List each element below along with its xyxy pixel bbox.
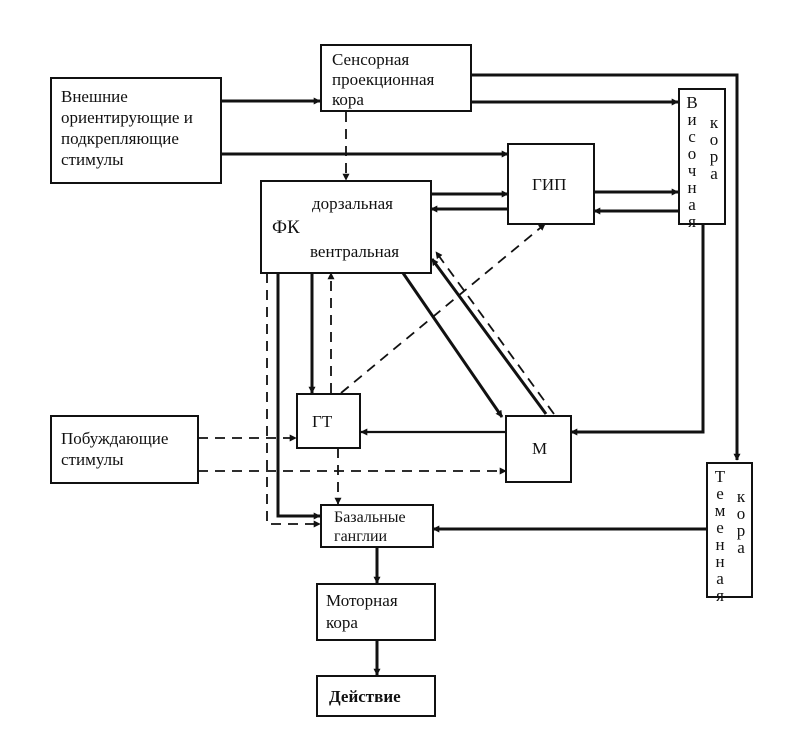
- vertical-letter: е: [716, 518, 724, 537]
- arrow-temporal-to-m: [570, 224, 705, 436]
- external-line-1: Внешние: [61, 87, 128, 106]
- vertical-letter: ч: [687, 161, 697, 180]
- vertical-letter: н: [687, 178, 697, 197]
- arrow-m-to-fk: [430, 258, 548, 415]
- dashed-m-to-fk: [435, 251, 555, 415]
- vertical-letter: о: [736, 504, 746, 523]
- vertical-letter: н: [715, 535, 725, 554]
- vertical-letter: а: [716, 569, 724, 588]
- vertical-letter: а: [737, 538, 745, 557]
- fk-ventral-label: вентральная: [310, 242, 400, 261]
- vertical-letter: р: [709, 147, 719, 166]
- vertical-letter: м: [714, 501, 726, 520]
- vertical-letter: и: [687, 110, 697, 129]
- m-label: М: [532, 439, 548, 458]
- vertical-letter: н: [715, 552, 725, 571]
- basal-line-2: ганглии: [334, 528, 388, 545]
- vertical-letter: к: [709, 113, 719, 132]
- gip-label: ГИП: [532, 175, 567, 194]
- action-label: Действие: [329, 687, 401, 706]
- vertical-letter: о: [709, 130, 719, 149]
- node-motor-cortex: Моторная кора: [316, 583, 436, 641]
- node-m: М: [505, 415, 572, 483]
- motivational-line-1: Побуждающие: [61, 429, 169, 448]
- node-gt: ГТ: [296, 393, 361, 449]
- gt-label: ГТ: [312, 412, 333, 431]
- vertical-letter: а: [710, 164, 718, 183]
- external-line-3: подкрепляющие: [61, 129, 179, 148]
- node-fk: дорзальная ФК вентральная: [260, 180, 432, 274]
- vertical-letter: я: [716, 586, 724, 605]
- arrow-fk-to-m: [401, 272, 504, 418]
- arrow-sensory-to-parietal: [471, 73, 741, 461]
- vertical-letter: В: [686, 93, 698, 112]
- node-action: Действие: [316, 675, 436, 717]
- basal-line-1: Базальные: [334, 509, 406, 526]
- node-basal-ganglia: Базальные ганглии: [320, 504, 434, 548]
- fk-label: ФК: [272, 217, 300, 238]
- fk-dorsal-label: дорзальная: [312, 194, 393, 213]
- sensory-line-2: проекционная: [332, 70, 435, 89]
- motor-line-1: Моторная: [326, 591, 398, 610]
- node-external-stimuli: Внешние ориентирующие и подкрепляющие ст…: [50, 77, 222, 184]
- vertical-letter: к: [736, 487, 746, 506]
- external-line-2: ориентирующие и: [61, 108, 193, 127]
- arrow-fk-to-basal: [276, 273, 321, 520]
- node-gip: ГИП: [507, 143, 595, 225]
- external-line-4: стимулы: [61, 150, 124, 169]
- vertical-letter: с: [688, 127, 696, 146]
- vertical-letter: о: [687, 144, 697, 163]
- motivational-line-2: стимулы: [61, 450, 124, 469]
- sensory-line-3: кора: [332, 90, 364, 109]
- motor-line-2: кора: [326, 613, 358, 632]
- vertical-letter: е: [716, 484, 724, 503]
- node-motivational-stimuli: Побуждающие стимулы: [50, 415, 199, 484]
- node-sensory-cortex: Сенсорная проекционная кора: [320, 44, 472, 112]
- vertical-letter: а: [688, 195, 696, 214]
- vertical-letter: Т: [714, 467, 726, 486]
- vertical-letter: я: [688, 212, 696, 231]
- sensory-line-1: Сенсорная: [332, 50, 410, 69]
- vertical-letter: р: [736, 521, 746, 540]
